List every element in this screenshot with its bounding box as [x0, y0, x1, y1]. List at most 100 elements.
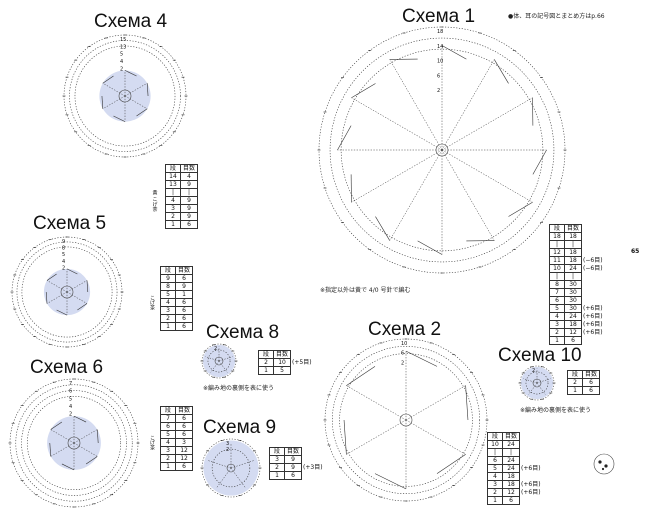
spoke-line	[73, 429, 98, 444]
spoke-line	[389, 149, 443, 241]
spoke-line	[46, 291, 68, 304]
increase-note-cell: (+5目)	[292, 358, 312, 366]
stitch-count-cell: 9	[179, 196, 199, 205]
increase-note-cell	[582, 233, 606, 241]
row-label: 8	[62, 246, 65, 252]
spoke-line	[46, 280, 68, 293]
stitch-count-cell: |	[501, 448, 521, 457]
row-number-cell: 2	[165, 212, 181, 221]
row-number-cell: 7	[549, 288, 565, 297]
stitch-count-cell: 6	[174, 430, 194, 439]
row-label: 6	[401, 351, 404, 357]
petal-edge	[374, 473, 407, 490]
note-scheme-1: ※指定以外は黄で 4/0 号針で編む	[320, 287, 411, 294]
table-header-cell: 目数	[563, 224, 583, 233]
stitch-count-cell: 10	[272, 358, 292, 367]
spoke-line	[405, 385, 466, 421]
row-number-cell: 4	[487, 472, 503, 481]
increase-note-cell: (+6目)	[521, 464, 541, 472]
round-ring	[21, 390, 127, 496]
petal-edge	[50, 421, 63, 430]
petal-edge	[337, 125, 352, 151]
title-scheme-6: Схема 6	[30, 357, 104, 378]
center-ring	[214, 356, 224, 366]
increase-note-cell: (+6目)	[521, 488, 541, 496]
round-ring	[329, 37, 555, 263]
table-row: ||	[549, 272, 606, 281]
petal-edge	[343, 419, 347, 455]
spoke-line	[441, 97, 533, 151]
row-label: 2	[120, 66, 123, 72]
spoke-line	[536, 378, 551, 384]
row-number-cell: 4	[160, 298, 176, 307]
row-number-cell: 8	[549, 280, 565, 289]
row-label: 2	[69, 412, 72, 418]
stitch-count-cell: 24	[501, 464, 521, 473]
row-number-cell: 1	[160, 322, 176, 331]
row-number-cell: 2	[567, 378, 583, 387]
row-number-cell: |	[549, 272, 565, 281]
stitch-count-cell: 24	[563, 312, 583, 321]
stitch-count-cell: 6	[174, 414, 194, 423]
row-number-cell: 4	[160, 438, 176, 447]
increase-note-cell: (+6目)	[583, 312, 603, 320]
row-number-cell: 4	[549, 312, 565, 321]
table-row: ||	[549, 240, 606, 249]
row-number-cell: 3	[269, 455, 285, 464]
increase-note-cell	[582, 337, 606, 345]
table-row: ||	[487, 448, 544, 457]
petal-edge	[375, 216, 390, 241]
table-header-cell: 段	[160, 406, 176, 415]
table-header-cell: 段	[567, 370, 583, 379]
spoke-line	[66, 291, 88, 304]
spoke-line	[66, 280, 88, 293]
petal-edge	[146, 83, 149, 97]
row-label: 4	[62, 259, 65, 265]
stitch-count-cell: 6	[179, 220, 199, 229]
title-scheme-5: Схема 5	[33, 213, 107, 234]
stitch-count-cell: 18	[563, 248, 583, 257]
spoke-line	[441, 59, 495, 151]
stitch-count-cell: 18	[501, 472, 521, 481]
round-ring	[207, 349, 231, 373]
petal-edge	[465, 385, 469, 421]
spoke-line	[50, 442, 75, 457]
increase-note-cell: (+6目)	[521, 480, 541, 488]
spoke-line	[351, 97, 443, 151]
spoke-line	[528, 382, 538, 395]
stitch-count-cell: 12	[174, 454, 194, 463]
increase-note-cell	[582, 297, 606, 305]
center-ring	[60, 285, 74, 299]
petal-edge	[85, 456, 98, 465]
legend-dots-icon	[593, 453, 615, 475]
petal-edge	[56, 309, 68, 316]
round-ring	[74, 45, 176, 147]
spoke-line	[218, 356, 233, 362]
increase-note-cell: (−6目)	[583, 256, 603, 264]
row-number-cell: 18	[549, 232, 565, 241]
table-header-cell: 目数	[283, 447, 303, 456]
table-header-cell: 段	[549, 224, 565, 233]
row-number-cell: 5	[160, 430, 176, 439]
table-header-cell: 目数	[179, 164, 199, 173]
row-number-cell: 5	[487, 464, 503, 473]
center-ring	[67, 436, 81, 450]
row-number-cell: 5	[160, 290, 176, 299]
spoke-line	[346, 419, 407, 455]
